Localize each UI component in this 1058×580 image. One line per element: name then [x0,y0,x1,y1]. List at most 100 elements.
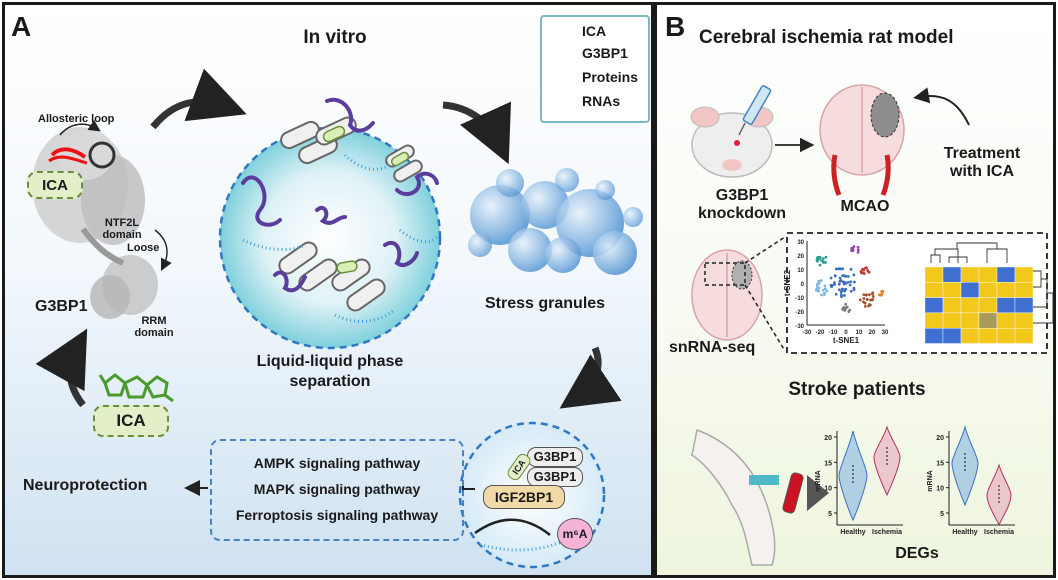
violin-x-label-healthy: Healthy [840,529,865,536]
tsne-point [823,291,826,295]
tsne-point [818,263,822,267]
legend-rnas: RNAs [582,93,621,109]
degs-label: DEGs [895,545,939,562]
tsne-point [820,259,823,263]
panel-a-label: A [11,11,32,42]
heatmap-cell [1014,282,1034,298]
tsne-point [852,245,856,249]
arrow-ica-to-g3bp1 [35,328,88,408]
rrm-label-1: RRM [141,315,167,327]
panel-a: A In vitro ICA G3BP1 Proteins RNAs Allos… [2,2,654,578]
stress-granules-label: Stress granules [485,295,606,312]
heatmap-cell [942,312,962,329]
tsne-x-tick: 30 [882,330,889,336]
tsne-point [852,280,856,284]
tsne-x-tick: -30 [803,330,812,336]
tsne-y-tick: -20 [795,310,804,316]
tsne-point [878,293,881,297]
tsne-point [862,293,866,297]
tsne-point [840,289,844,293]
arrow-to-granules [442,101,511,165]
neuroprotection-label: Neuroprotection [23,477,148,494]
tsne-point [844,281,848,285]
tsne-point [846,275,850,278]
tsne-point [837,288,841,292]
heatmap-cell [960,297,980,314]
human-arm-icon [691,428,779,566]
legend-g3bp1: G3BP1 [582,45,628,61]
tsne-point [849,280,853,284]
tsne-point [863,304,867,308]
heatmap-cell [1014,328,1034,344]
tsne-point [816,282,819,286]
heatmap-cell [996,297,1016,314]
tsne-point [847,310,851,313]
knockdown-label-1: G3BP1 [715,187,769,204]
violin-shape [838,430,868,522]
ica-compound-label: ICA [93,405,169,437]
heatmap-cell [978,266,998,283]
rat-head-icon [690,106,774,178]
tsne-point [849,267,853,271]
heatmap-cell [960,312,980,329]
tsne-point [862,268,866,272]
tsne-point [830,283,834,287]
llps-droplet [218,97,442,350]
tsne-y-tick: 0 [801,282,805,288]
arrow-to-complex [559,346,622,409]
tsne-y-tick: -30 [795,324,804,330]
arrow-to-violins [807,475,829,511]
tsne-x-tick: -10 [829,330,838,336]
heatmap-cell [942,297,962,314]
heatmap-cell [942,282,962,298]
heatmap-cell [924,266,944,283]
tsne-point [848,283,852,287]
heatmap-cell [996,312,1016,329]
tsne-point [880,292,884,296]
legend: ICA G3BP1 Proteins RNAs [540,15,650,123]
stress-granules [468,168,643,275]
tsne-x-tick: 0 [844,330,848,336]
tsne-point [840,295,843,298]
tsne-x-tick: 20 [869,330,876,336]
tsne-point [860,271,864,275]
tsne-point [852,273,856,277]
tsne-point [844,302,848,306]
tsne-point [869,298,872,302]
pathway-box: AMPK signaling pathway MAPK signaling pa… [210,439,464,541]
violin-x-label-ischemia: Ischemia [984,529,1014,536]
heatmap-dendrogram-side [1033,270,1053,324]
heatmap-cell [942,328,962,344]
heatmap-cell [1014,312,1034,329]
tsne-point [856,245,860,249]
violin-y-tick: 5 [828,511,832,518]
panel-b-title: Cerebral ischemia rat model [699,27,954,48]
tsne-y-tick: 20 [797,254,804,260]
tsne-point [816,256,819,260]
tsne-y-tick: 30 [797,240,804,246]
g3bp1-structure [32,119,172,319]
tsne-point [849,289,853,293]
molecule-icon [98,373,174,403]
complex-igf2bp1: IGF2BP1 [483,485,565,509]
tsne-point [862,297,866,300]
complex-m6a: m⁶A [557,518,593,550]
tsne-point [842,306,845,309]
rat-brain-icon [819,84,905,196]
snrna-seq-label: snRNA-seq [669,339,756,356]
tsne-point [843,309,847,312]
pathway-ferroptosis: Ferroptosis signaling pathway [235,507,439,523]
violin-y-tick: 20 [824,435,832,442]
heatmap-cell [942,266,962,283]
ntf2l-label-2: domain [102,229,142,241]
violin-y-label: mRNA [815,470,822,491]
violin-y-tick: 15 [936,460,944,467]
tsne-point [839,267,843,271]
tsne-point [821,288,825,292]
g3bp1-label: G3BP1 [35,298,88,315]
complex-g3bp1-bottom: G3BP1 [527,467,583,487]
